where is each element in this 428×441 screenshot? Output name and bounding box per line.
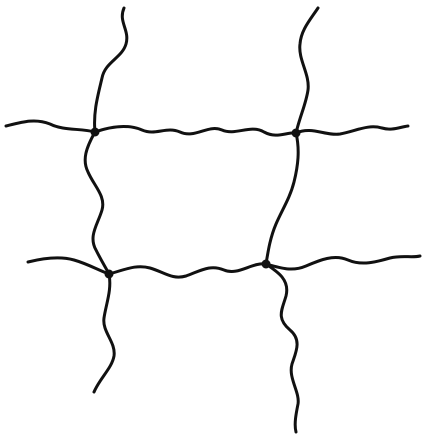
strand-top-left-up bbox=[95, 8, 127, 132]
junction-bottom-right bbox=[262, 260, 271, 269]
strand-top-right-up bbox=[296, 8, 318, 133]
strand-top-right-edge bbox=[296, 126, 408, 134]
junction-top-left bbox=[91, 128, 100, 137]
junction-top-right bbox=[292, 129, 301, 138]
strand-bottom-right-down bbox=[266, 264, 298, 432]
strand-top-left-edge bbox=[6, 121, 95, 132]
strand-bottom-middle bbox=[109, 264, 266, 277]
strand-left-middle bbox=[85, 132, 109, 274]
strand-top-middle bbox=[95, 126, 296, 135]
strand-bottom-left-down bbox=[94, 274, 114, 392]
strand-right-middle bbox=[266, 133, 298, 264]
strand-bottom-left-edge bbox=[28, 258, 109, 274]
strand-bottom-right-edge bbox=[266, 256, 420, 269]
junction-bottom-left bbox=[105, 270, 114, 279]
